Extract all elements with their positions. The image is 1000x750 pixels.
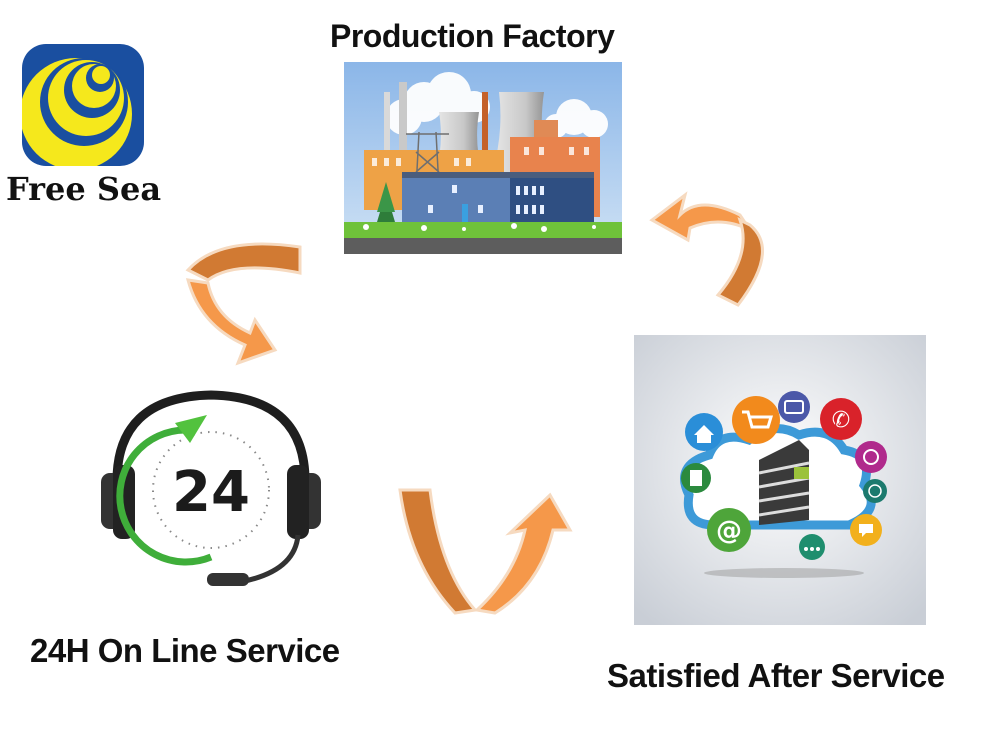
factory-illustration (344, 62, 622, 254)
cloud-icon-phone: ✆ (820, 398, 862, 440)
node-title-online: 24H On Line Service (30, 632, 340, 669)
arrow-factory-to-online (160, 225, 330, 390)
headset-badge-24: 24 (172, 460, 250, 525)
svg-text:@: @ (716, 516, 742, 546)
cloud-icon-document (681, 463, 711, 493)
cloud-icon-cart (732, 396, 780, 444)
headset-24-icon: 24 (95, 385, 327, 597)
brand-name: Free Sea (6, 170, 162, 208)
cloud-icon-home (685, 413, 723, 451)
cloud-services-illustration: ✆ @ (634, 335, 926, 625)
arrow-online-to-after (385, 475, 585, 620)
cloud-icon-speech-bubble (850, 514, 882, 546)
node-title-after: Satisfied After Service (607, 657, 945, 694)
arrow-after-to-factory (640, 170, 790, 320)
cloud-icon-globe (863, 479, 887, 503)
free-sea-logo-icon (22, 44, 144, 166)
cloud-icon-network (799, 534, 825, 560)
svg-text:✆: ✆ (832, 408, 850, 433)
cloud-icon-at-sign: @ (707, 508, 751, 552)
cloud-icon-chat-people (855, 441, 887, 473)
node-title-factory: Production Factory (330, 18, 615, 54)
cloud-icon-camera (778, 391, 810, 423)
